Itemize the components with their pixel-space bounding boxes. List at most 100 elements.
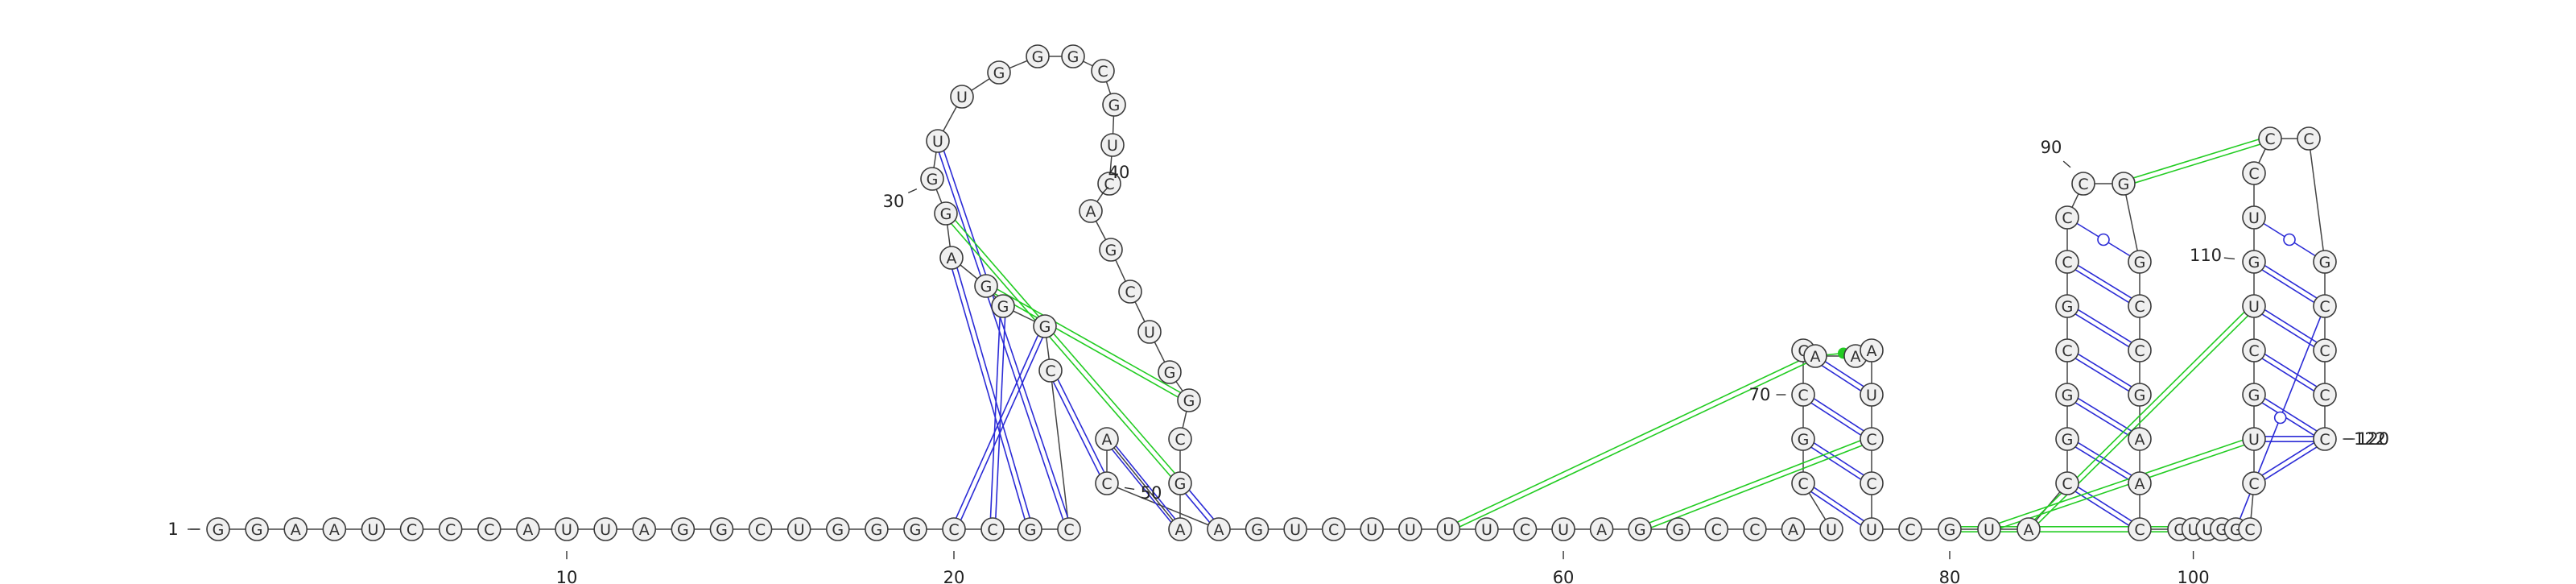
nucleotide-circle: [593, 517, 617, 541]
nucleotide-circle: [516, 517, 540, 541]
base-pair-line: [953, 256, 1034, 529]
base-pair-line: [948, 258, 1029, 531]
nucleotide-letter: G: [2118, 176, 2130, 193]
nucleotide-letter: C: [2319, 298, 2330, 316]
nucleotide-letter: G: [927, 171, 939, 188]
nucleotide-circle: [1513, 517, 1538, 541]
nucleotide-letter: A: [2024, 521, 2034, 539]
wobble-pair-circle: [2283, 233, 2296, 246]
number-tick: [2223, 257, 2235, 260]
nucleotide-circle: [2055, 471, 2079, 495]
nucleotide-letter: G: [832, 521, 844, 539]
base-pair-line: [2252, 436, 2324, 482]
nucleotide-circle: [322, 517, 347, 541]
nucleotide-letter: A: [1175, 521, 1186, 539]
nucleotide-circle: [1102, 93, 1126, 117]
nucleotide-letter: A: [639, 521, 650, 539]
nucleotide-circle: [865, 517, 889, 541]
nucleotide-circle: [934, 201, 958, 226]
nucleotide-letter: U: [1144, 324, 1155, 342]
nucleotide-circle: [1781, 517, 1806, 541]
residue-number-label: 1: [167, 520, 178, 539]
nucleotide-circle: [2313, 383, 2337, 407]
nucleotide-circle: [632, 517, 657, 541]
backbone-segment: [2123, 183, 2140, 263]
nucleotide-letter: U: [956, 89, 968, 106]
nucleotide-letter: C: [1905, 521, 1915, 539]
nucleotide-circle: [1026, 44, 1050, 68]
nucleotide-letter: U: [561, 521, 572, 539]
nucleotide-letter: C: [2319, 342, 2330, 360]
nucleotide-circle: [1803, 344, 1827, 368]
nucleotide-letter: U: [2248, 298, 2260, 316]
nucleotide-circle: [555, 517, 579, 541]
nucleotide-letter: U: [2202, 521, 2213, 539]
nucleotide-circle: [1245, 517, 1269, 541]
nucleotide-letter: C: [1101, 475, 1112, 493]
nucleotide-circle: [2055, 338, 2079, 362]
base-pair-line: [2252, 396, 2324, 442]
nucleotide-circle: [1704, 517, 1729, 541]
nucleotide-letter: G: [1174, 475, 1187, 493]
base-pair-line: [1801, 396, 1871, 442]
nucleotide-circle: [1018, 517, 1042, 541]
nucleotide-letter: C: [2062, 475, 2072, 493]
nucleotide-circle: [1061, 44, 1085, 68]
base-pair-line: [1804, 436, 1874, 482]
nucleotide-letter: G: [1105, 242, 1117, 259]
nucleotide-letter: C: [2303, 130, 2314, 148]
nucleotide-letter: U: [1866, 387, 1877, 404]
residue-number-label: 10: [556, 568, 578, 584]
nucleotide-circle: [1898, 517, 1922, 541]
nucleotide-letter: C: [1328, 521, 1339, 539]
base-pair-line: [2065, 352, 2139, 398]
pseudoknot-pair-line: [987, 283, 1191, 399]
nucleotide-letter: G: [1634, 521, 1646, 539]
nucleotide-letter: G: [940, 205, 952, 223]
residue-number-label: 90: [2041, 138, 2062, 157]
nucleotide-letter: U: [1866, 521, 1877, 539]
nucleotide-letter: A: [1086, 203, 1096, 221]
nucleotide-circle: [2242, 294, 2266, 318]
nucleotide-circle: [903, 517, 927, 541]
nucleotide-letter: U: [1826, 521, 1837, 539]
nucleotide-letter: C: [755, 521, 766, 539]
nucleotide-circle: [1666, 517, 1690, 541]
base-pair-line: [2065, 485, 2139, 532]
backbone-segment: [1050, 370, 1070, 530]
nucleotide-circle: [1589, 517, 1614, 541]
wobble-pair-circle: [2097, 233, 2110, 246]
nucleotide-letter: U: [1558, 521, 1569, 539]
nucleotide-circle: [283, 517, 308, 541]
nucleotide-circle: [1283, 517, 1307, 541]
pseudoknot-pair-line: [1638, 436, 1872, 528]
nucleotide-letter: G: [1798, 431, 1810, 449]
base-pair-line: [2068, 480, 2142, 528]
nucleotide-letter: G: [1183, 392, 1195, 410]
base-pair-line: [2068, 391, 2142, 437]
nucleotide-letter: G: [1108, 97, 1121, 114]
nucleotide-circle: [1860, 383, 1884, 407]
nucleotide-letter: C: [1097, 63, 1108, 81]
nucleotide-circle: [1099, 238, 1123, 262]
nucleotide-circle: [2242, 471, 2266, 495]
base-pair-line: [1801, 484, 1871, 532]
nucleotide-circle: [1095, 427, 1119, 451]
nucleotide-letter: A: [2135, 475, 2145, 493]
nucleotide-letter: C: [2062, 209, 2072, 227]
nucleotide-letter: U: [1984, 521, 1995, 539]
base-pair-line: [1801, 441, 1871, 487]
nucleotide-circle: [2313, 250, 2337, 274]
nucleotide-letter: C: [2134, 342, 2145, 360]
nucleotide-letter: G: [1672, 521, 1684, 539]
nucleotide-circle: [1360, 517, 1385, 541]
nucleotide-circle: [939, 246, 964, 270]
nucleotide-letter: C: [484, 521, 494, 539]
nucleotide-circle: [2055, 383, 2079, 407]
nucleotide-letter: A: [1867, 342, 1877, 360]
base-pair-line: [2255, 347, 2327, 393]
nucleotide-letter: C: [1798, 387, 1808, 404]
nucleotide-circle: [1791, 383, 1815, 407]
nucleotide-circle: [2055, 250, 2079, 274]
